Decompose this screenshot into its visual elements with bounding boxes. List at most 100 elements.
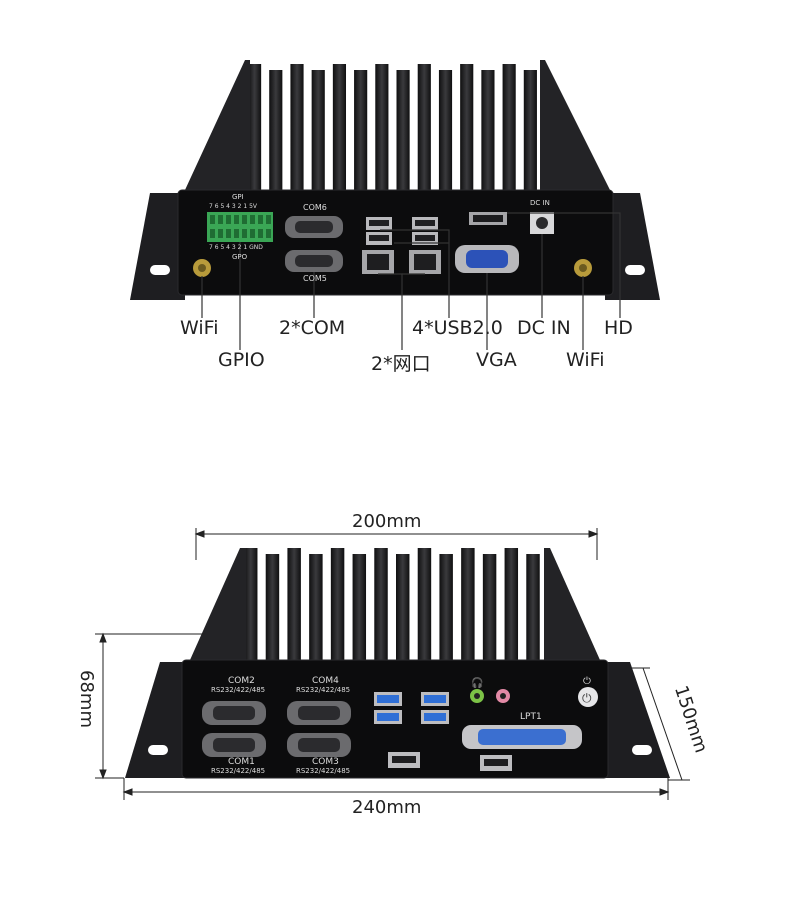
gpio-pin (250, 215, 255, 224)
headphone-icon: 🎧 (471, 676, 483, 689)
callout-dc-in: DC IN (517, 317, 571, 339)
com2-port (202, 701, 266, 725)
svg-text:⏻: ⏻ (582, 691, 592, 705)
gpio-pin (242, 229, 247, 238)
bottom-mount-flange-left (125, 662, 190, 778)
usb2-port-bottom-2 (480, 755, 512, 771)
dimension-lines (95, 528, 690, 800)
gpio-pin (266, 229, 271, 238)
callout-com: 2*COM (279, 317, 346, 339)
headphone-jack (470, 689, 484, 703)
heatsink-fin (502, 64, 516, 192)
heatsink-fin (375, 64, 389, 192)
dc-in-jack (530, 212, 554, 234)
com3-label: COM3 (312, 757, 339, 767)
callout-hd: HD (604, 317, 633, 339)
svg-text:⏻: ⏻ (583, 676, 591, 687)
top-mount-flange-right (605, 193, 660, 300)
hdmi-port (469, 212, 507, 225)
usb2-port-4 (412, 232, 438, 245)
heatsink-fin (332, 64, 347, 192)
com1-label: COM1 (228, 757, 255, 767)
heatsink-fin (265, 554, 280, 662)
heatsink-fin (396, 554, 410, 662)
heatsink-fin (287, 548, 301, 662)
usb3-port-1 (374, 692, 402, 706)
heatsink-fin (523, 70, 537, 192)
dim-width-top: 200mm (352, 511, 422, 532)
com3-port (287, 733, 351, 757)
gpio-pin (226, 215, 231, 224)
lpt1-label: LPT1 (520, 712, 542, 722)
gpio-pin (266, 215, 271, 224)
gpio-pin (242, 215, 247, 224)
heatsink-fin (439, 554, 453, 662)
callout-lines-top (201, 212, 621, 350)
gpio-pin (258, 229, 263, 238)
gpio-pin (250, 229, 255, 238)
com2-sub-label: RS232/422/485 (211, 686, 266, 694)
power-button: ⏻ ⏻ (578, 676, 598, 707)
heatsink-fin (354, 70, 368, 192)
dim-width-bottom: 240mm (352, 797, 422, 818)
dc-in-silk-label: DC IN (530, 199, 550, 207)
usb2-port-2 (366, 232, 392, 245)
wifi-antenna-left (193, 259, 211, 277)
gpio-pin (218, 215, 223, 224)
vga-port (455, 245, 519, 273)
com5-port (285, 250, 343, 272)
usb3-port-2 (374, 710, 402, 724)
gpio-pin (218, 229, 223, 238)
usb2-port-3 (412, 217, 438, 230)
heatsink-fin (352, 554, 367, 662)
top-heatsink-fins (248, 64, 537, 192)
com4-label: COM4 (312, 676, 339, 686)
wifi-antenna-right (574, 259, 592, 277)
usb3-port-3 (421, 692, 449, 706)
gpi-pin-labels: 7 6 5 4 3 2 1 5V (209, 203, 257, 210)
bottom-mount-flange-right (600, 662, 670, 778)
com6-port (285, 216, 343, 238)
com4-port (287, 701, 351, 725)
gpi-label: GPI (232, 193, 244, 201)
com4-sub-label: RS232/422/485 (296, 686, 351, 694)
gpio-pin (234, 215, 239, 224)
heatsink-fin (417, 64, 431, 192)
callout-vga: VGA (476, 349, 517, 371)
heatsink-fin (526, 554, 540, 662)
gpio-pin (234, 229, 239, 238)
gpio-pin (210, 215, 215, 224)
com5-label: COM5 (303, 274, 327, 283)
heatsink-fin (309, 554, 323, 662)
gpio-pin (210, 229, 215, 238)
heatsink-fin (248, 64, 262, 192)
callout-wifi-left: WiFi (180, 317, 219, 339)
usb3-port-4 (421, 710, 449, 724)
heatsink-fin (481, 70, 495, 192)
heatsink-fin (438, 70, 453, 192)
heatsink-fin (396, 70, 410, 192)
bottom-heatsink-fins (244, 548, 540, 662)
heatsink-fin (460, 64, 474, 192)
gpio-pin (226, 229, 231, 238)
gpio-pin (258, 215, 263, 224)
com1-sub-label: RS232/422/485 (211, 767, 266, 775)
heatsink-fin (374, 548, 388, 662)
lan-port-1 (362, 250, 394, 274)
callout-usb: 4*USB2.0 (412, 317, 503, 339)
top-mount-flange-left (130, 193, 185, 300)
usb2-port-bottom-1 (388, 752, 420, 768)
heatsink-fin (461, 548, 475, 662)
com2-label: COM2 (228, 676, 255, 686)
com6-label: COM6 (303, 203, 327, 212)
lan-port-2 (409, 250, 441, 274)
gpo-label: GPO (232, 253, 248, 261)
heatsink-fin (290, 64, 304, 192)
gpio-terminal-block (207, 212, 273, 242)
com3-sub-label: RS232/422/485 (296, 767, 351, 775)
heatsink-fin (417, 548, 432, 662)
heatsink-fin (244, 548, 258, 662)
gpo-pin-labels: 7 6 5 4 3 2 1 GND (209, 244, 263, 251)
heatsink-fin (504, 548, 519, 662)
